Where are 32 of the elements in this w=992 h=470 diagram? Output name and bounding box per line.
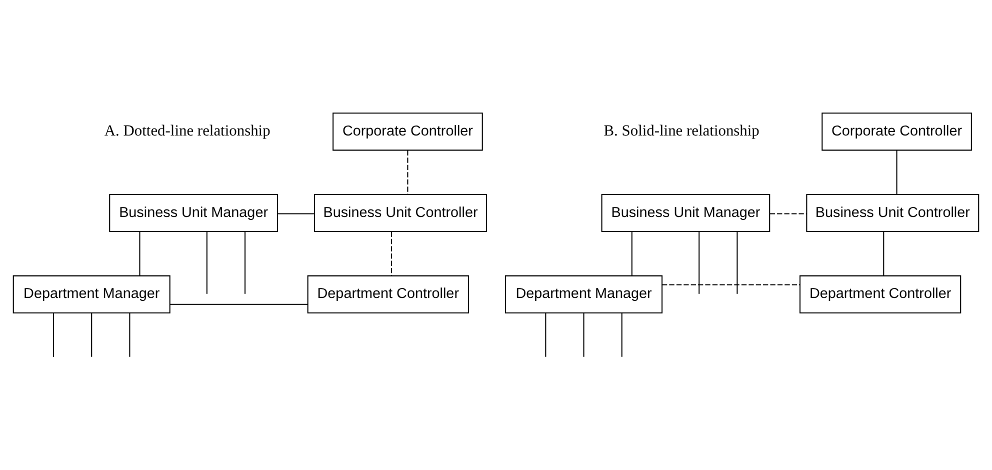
label: A. Dotted-line relationship [104, 122, 270, 139]
connector [139, 231, 140, 276]
node-box: Department Manager [505, 274, 663, 313]
connector [206, 231, 208, 294]
connector [896, 150, 898, 194]
connector [53, 312, 54, 356]
connector [91, 312, 92, 356]
node-box: Department Controller [307, 274, 469, 313]
connector [621, 312, 622, 356]
label: B. Solid-line relationship [604, 122, 760, 139]
connector [883, 231, 884, 276]
connector [129, 312, 130, 356]
node-box: Business Unit Manager [601, 193, 770, 232]
connector [770, 212, 807, 214]
connector [583, 312, 584, 356]
node-box: Business Unit Controller [314, 193, 487, 232]
node-box: Business Unit Manager [109, 193, 278, 232]
connector [631, 231, 632, 276]
node-box: Business Unit Controller [806, 193, 980, 232]
node-box: Corporate Controller [822, 112, 972, 150]
connector [390, 231, 392, 276]
connector [698, 231, 700, 294]
connector [545, 312, 546, 356]
connector [407, 150, 408, 194]
connector [244, 231, 246, 294]
node-box: Department Manager [12, 274, 170, 313]
node-box: Department Controller [799, 274, 962, 313]
connector [278, 212, 314, 214]
connector [662, 284, 800, 285]
connector [170, 303, 308, 304]
connector [736, 231, 738, 294]
node-box: Corporate Controller [332, 112, 483, 150]
